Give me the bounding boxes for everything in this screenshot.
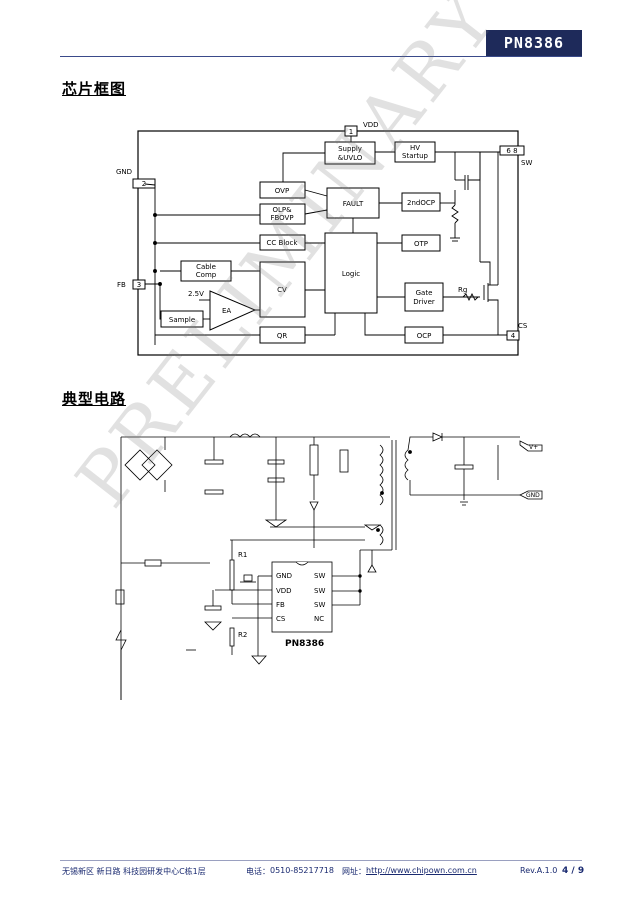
footer-page-number: 4 / 9 bbox=[562, 866, 585, 876]
transformer-primary bbox=[379, 444, 384, 506]
block-ea-label: EA bbox=[222, 307, 231, 315]
block-diagram-wiring bbox=[144, 136, 507, 345]
block-sample-label: Sample bbox=[169, 316, 195, 324]
block-cc bbox=[259, 234, 306, 251]
block-ea-amplifier bbox=[209, 290, 257, 331]
ic-pin-left-2: VDD bbox=[276, 587, 292, 595]
ic-pin-left-1: GND bbox=[276, 572, 292, 580]
footer-revision: Rev.A.1.0 bbox=[520, 866, 558, 875]
block-hv-label-2: Startup bbox=[402, 152, 429, 160]
block-2nd-ocp-label: 2ndOCP bbox=[407, 199, 435, 207]
pin-fb-label: FB bbox=[117, 281, 126, 289]
output-vplus-label: V+ bbox=[529, 444, 538, 451]
block-qr-label: QR bbox=[277, 332, 288, 340]
block-ref-label: 2.5V bbox=[188, 290, 204, 298]
footer-phone-label: 电话： bbox=[246, 867, 270, 876]
ic-pin-right-3: SW bbox=[314, 601, 325, 609]
output-vplus-connector bbox=[519, 440, 543, 452]
pin-gnd-num: 2 bbox=[142, 180, 146, 188]
block-supply-label-2: &UVLO bbox=[338, 154, 363, 162]
r2-label: R2 bbox=[238, 631, 247, 639]
footer-address: 无锡新区 新日路 科技园研发中心C栋1层 bbox=[62, 867, 206, 876]
block-olp-label-2: FBOVP bbox=[270, 214, 293, 222]
footer-website-link[interactable]: http://www.chipown.com.cn bbox=[366, 866, 477, 875]
part-number-badge: PN8386 bbox=[486, 30, 582, 56]
block-gate-label-2: Driver bbox=[413, 298, 435, 306]
footer-rule bbox=[60, 860, 582, 861]
pin-sw-label: SW bbox=[521, 159, 532, 167]
bridge-rectifier bbox=[124, 449, 156, 481]
pin-vdd-num: 1 bbox=[349, 128, 353, 136]
chip-outline bbox=[137, 130, 519, 356]
ic-pin-right-2: SW bbox=[314, 587, 325, 595]
pin-fb-num: 3 bbox=[137, 281, 141, 289]
bridge-rectifier-2 bbox=[141, 449, 173, 481]
footer-web-label: 网址： bbox=[342, 867, 366, 876]
output-gnd-connector bbox=[519, 490, 543, 500]
block-diagram-title: 芯片框图 bbox=[62, 80, 127, 98]
pin-cs-label: CS bbox=[518, 322, 528, 330]
block-logic bbox=[324, 232, 378, 314]
pin-gnd bbox=[132, 178, 156, 189]
gate-resistor-label: Rg bbox=[458, 286, 467, 294]
block-ovp-label: OVP bbox=[275, 187, 289, 195]
pin-cs-num: 4 bbox=[511, 332, 516, 340]
block-diagram: 1 VDD 2 GND 3 FB 6 8 SW 4 CS Supply &UVL… bbox=[116, 121, 532, 356]
pin-gnd-label: GND bbox=[116, 168, 132, 176]
transformer-aux bbox=[379, 524, 384, 546]
block-cv bbox=[259, 261, 306, 318]
pin-cs bbox=[506, 330, 520, 341]
block-gate-label-1: Gate bbox=[416, 289, 433, 297]
block-gate-driver bbox=[404, 282, 444, 312]
block-supply-label-1: Supply bbox=[338, 145, 362, 153]
transformer-secondary bbox=[404, 449, 409, 481]
application-circuit-title: 典型电路 bbox=[62, 390, 127, 408]
block-fault-label: FAULT bbox=[343, 200, 364, 208]
footer-phone: 0510-85217718 bbox=[270, 866, 334, 875]
ic-pin-right-4: NC bbox=[314, 615, 324, 623]
block-cable-label-2: Comp bbox=[196, 271, 217, 279]
block-logic-label: Logic bbox=[342, 270, 360, 278]
block-2nd-ocp bbox=[401, 192, 441, 212]
application-circuit: V+ GND R1 GND VDD FB CS SW SW SW NC PN83… bbox=[115, 432, 543, 700]
block-cv-label: CV bbox=[277, 286, 287, 294]
block-cc-label: CC Block bbox=[267, 239, 299, 247]
ic-name-label: PN8386 bbox=[285, 639, 324, 649]
pin-vdd-label: VDD bbox=[363, 121, 379, 129]
ic-pin-left-4: CS bbox=[276, 615, 286, 623]
block-hv-label-1: HV bbox=[410, 144, 420, 152]
block-cable-label-1: Cable bbox=[196, 263, 216, 271]
pin-sw bbox=[499, 145, 525, 156]
ic-pin-right-1: SW bbox=[314, 572, 325, 580]
header-rule bbox=[60, 56, 582, 57]
pin-fb bbox=[132, 279, 146, 290]
block-olp-label-1: OLP& bbox=[272, 206, 292, 214]
block-otp-label: OTP bbox=[414, 240, 428, 248]
ic-pin-left-3: FB bbox=[276, 601, 285, 609]
output-gnd-label: GND bbox=[526, 492, 540, 499]
pin-sw-num: 6 8 bbox=[506, 147, 517, 155]
block-ocp-label: OCP bbox=[417, 332, 432, 340]
r1-label: R1 bbox=[238, 551, 247, 559]
